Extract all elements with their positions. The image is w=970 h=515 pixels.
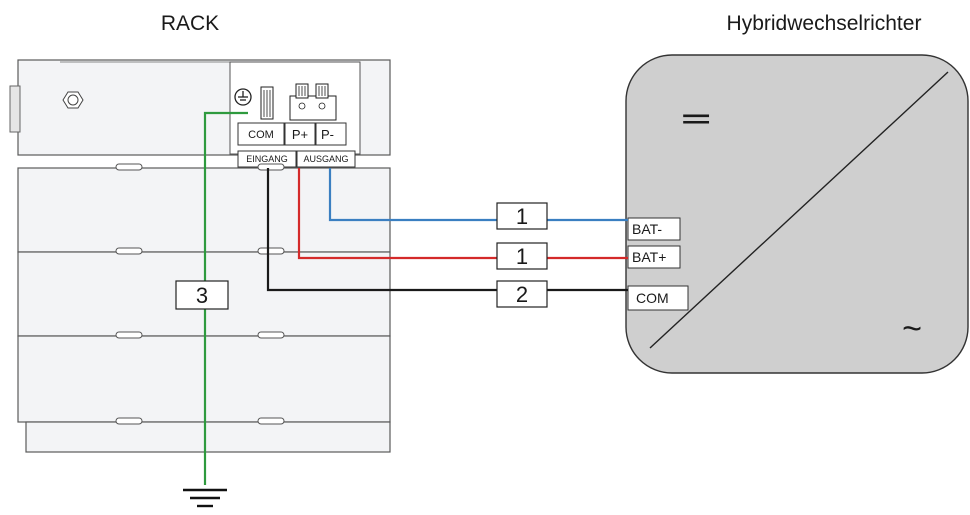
inverter-body bbox=[625, 54, 969, 374]
communication-cable-number-box bbox=[496, 280, 548, 308]
ground-cable-number: 3 bbox=[196, 283, 208, 308]
com-port-box bbox=[237, 122, 285, 146]
positive-cable-number-box bbox=[496, 242, 548, 270]
communication-cable-number: 2 bbox=[516, 282, 528, 307]
output-label: AUSGANG bbox=[303, 154, 348, 164]
hybrid-inverter: ═ ~ BAT- BAT+ COM bbox=[625, 54, 969, 374]
cable-gland-icon bbox=[62, 91, 84, 109]
output-label-box bbox=[296, 150, 356, 168]
side-handle-icon bbox=[9, 85, 21, 133]
com-terminal-label: COM bbox=[636, 290, 669, 306]
com-connector-icon bbox=[260, 86, 274, 120]
negative-cable-number: 1 bbox=[516, 204, 528, 229]
positive-cable-number: 1 bbox=[516, 244, 528, 269]
rack-base bbox=[25, 421, 391, 453]
ground-cable-number-box bbox=[175, 280, 229, 310]
handle-icon bbox=[115, 163, 285, 425]
bat-minus-label: BAT- bbox=[632, 221, 662, 237]
rack-title: RACK bbox=[161, 12, 219, 35]
protective-earth-icon bbox=[234, 88, 252, 106]
ground-cable bbox=[203, 111, 248, 485]
p-plus-port-box bbox=[284, 122, 316, 146]
com-terminal bbox=[627, 285, 689, 311]
ac-symbol-icon: ~ bbox=[902, 310, 922, 348]
p-minus-port-label: P- bbox=[321, 127, 334, 142]
bat-plus-label: BAT+ bbox=[632, 249, 666, 265]
inverter-diagonal bbox=[649, 71, 949, 349]
ground-symbol-icon bbox=[183, 488, 227, 508]
com-port-label: COM bbox=[248, 129, 274, 141]
power-connector-icon bbox=[289, 83, 337, 121]
input-label: EINGANG bbox=[246, 154, 288, 164]
dc-symbol-icon: ═ bbox=[682, 97, 709, 138]
battery-rack: COM P+ P- EINGANG AUSGANG bbox=[9, 59, 391, 453]
inverter-title: Hybridwechselrichter bbox=[727, 12, 922, 35]
p-plus-port-label: P+ bbox=[292, 127, 308, 142]
p-minus-port-box bbox=[315, 122, 347, 146]
bat-minus-terminal bbox=[627, 217, 681, 241]
negative-cable-number-box bbox=[496, 202, 548, 230]
